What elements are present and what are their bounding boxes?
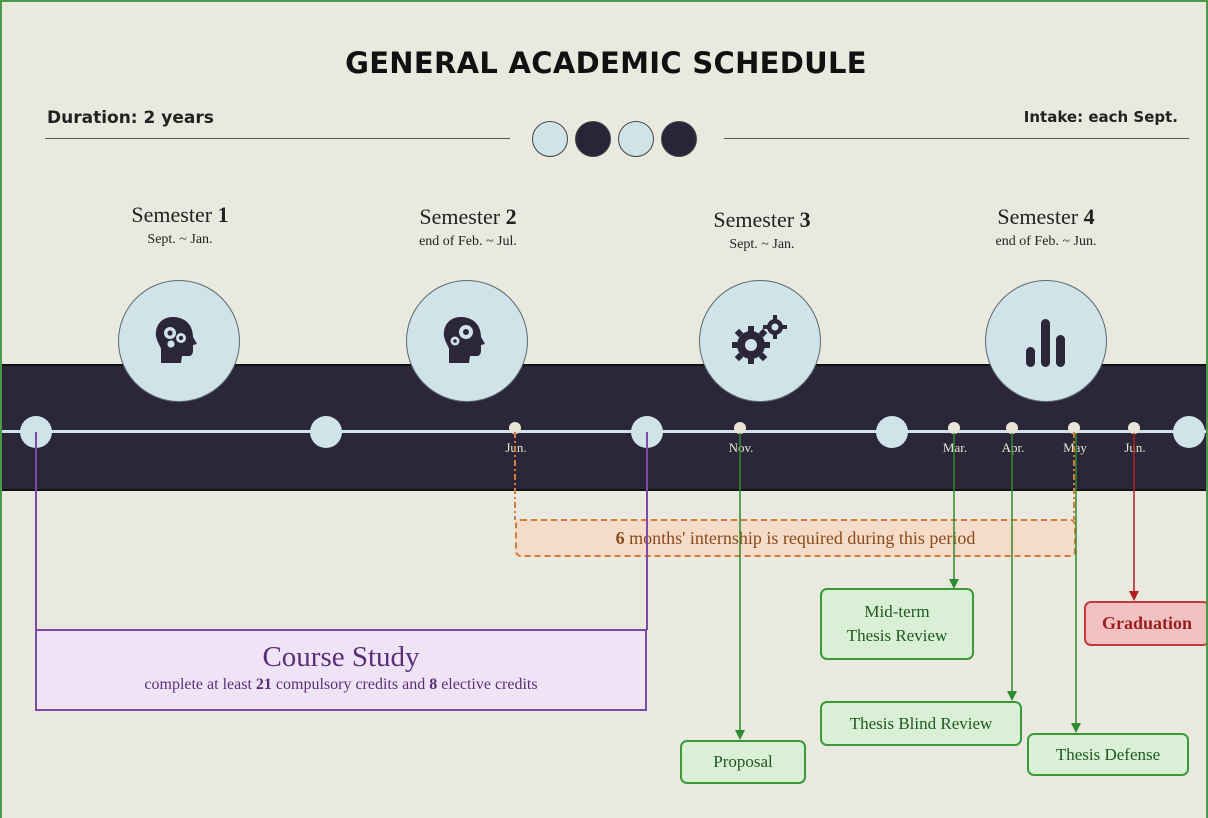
month-label-jun-2: Jun. (1124, 440, 1146, 455)
decor-dot-3 (618, 121, 654, 157)
proposal-box: Proposal (680, 740, 806, 784)
semester-number: 4 (1083, 204, 1095, 229)
timeline-node-jun-2 (1128, 422, 1140, 434)
semester-label: Semester (131, 202, 213, 227)
midterm-thesis-review-box: Mid-term Thesis Review (820, 588, 974, 660)
graduation-box: Graduation (1084, 601, 1206, 646)
timeline-node-end (1173, 416, 1205, 448)
semester-label: Semester (419, 204, 501, 229)
decor-dot-4 (661, 121, 697, 157)
timeline-node-mar (948, 422, 960, 434)
semester-2-icon-circle (406, 280, 528, 402)
semester-number: 1 (217, 202, 229, 227)
timeline-node-semester-1-start (20, 416, 52, 448)
timeline-node-semester-2-end (631, 416, 663, 448)
semester-3-heading: Semester 3 Sept. ~ Jan. (652, 207, 872, 253)
semester-3-icon-circle (699, 280, 821, 402)
bar-chart-icon (1026, 319, 1065, 367)
semester-number: 2 (505, 204, 517, 229)
month-label-mar: Mar. (942, 440, 968, 455)
semester-period: Sept. ~ Jan. (729, 237, 795, 252)
timeline-node-jun-1 (509, 422, 521, 434)
semester-label: Semester (713, 207, 795, 232)
midterm-line-1: Mid-term (864, 602, 930, 621)
gears-icon (732, 315, 787, 364)
head-gears-icon (155, 317, 197, 363)
internship-period-box: 6 months' internship is required during … (515, 519, 1076, 557)
timeline-node-may (1068, 422, 1080, 434)
head-gear-icon (443, 317, 485, 363)
header-divider-left (45, 138, 510, 139)
semester-1-heading: Semester 1 Sept. ~ Jan. (70, 202, 290, 248)
decor-dot-1 (532, 121, 568, 157)
intake-label: Intake: each Sept. (1023, 108, 1178, 126)
timeline-node-semester-2-start (310, 416, 342, 448)
compulsory-credits: 21 (255, 676, 272, 693)
semester-label: Semester (997, 204, 1079, 229)
semester-1-icon-circle (118, 280, 240, 402)
semester-period: end of Feb. ~ Jun. (995, 234, 1097, 249)
semester-4-icon-circle (985, 280, 1107, 402)
course-study-description: complete at least 21 compulsory credits … (144, 676, 538, 693)
semester-2-heading: Semester 2 end of Feb. ~ Jul. (358, 204, 578, 250)
timeline-node-nov (734, 422, 746, 434)
internship-months: 6 (615, 528, 625, 548)
month-label-apr: Apr. (1001, 440, 1025, 455)
elective-credits: 8 (429, 676, 438, 693)
duration-label: Duration: 2 years (47, 108, 214, 128)
header-divider-right (724, 138, 1189, 139)
month-label-jun-1: Jun. (505, 440, 527, 455)
semester-period: Sept. ~ Jan. (147, 232, 213, 247)
midterm-line-2: Thesis Review (846, 626, 948, 645)
semester-4-heading: Semester 4 end of Feb. ~ Jun. (936, 204, 1156, 250)
course-study-title: Course Study (262, 641, 420, 673)
internship-text: months' internship is required during th… (624, 528, 976, 548)
semester-number: 3 (799, 207, 811, 232)
decor-dot-2 (575, 121, 611, 157)
timeline-axis (2, 430, 1206, 433)
course-study-box: Course Study complete at least 21 compul… (35, 629, 647, 711)
timeline-node-semester-4-start (876, 416, 908, 448)
month-label-nov: Nov. (728, 440, 754, 455)
month-label-may: May (1063, 440, 1087, 455)
semester-period: end of Feb. ~ Jul. (419, 234, 517, 249)
page-title: GENERAL ACADEMIC SCHEDULE (345, 46, 867, 80)
thesis-defense-box: Thesis Defense (1027, 733, 1189, 776)
thesis-blind-review-box: Thesis Blind Review (820, 701, 1022, 746)
timeline-node-apr (1006, 422, 1018, 434)
